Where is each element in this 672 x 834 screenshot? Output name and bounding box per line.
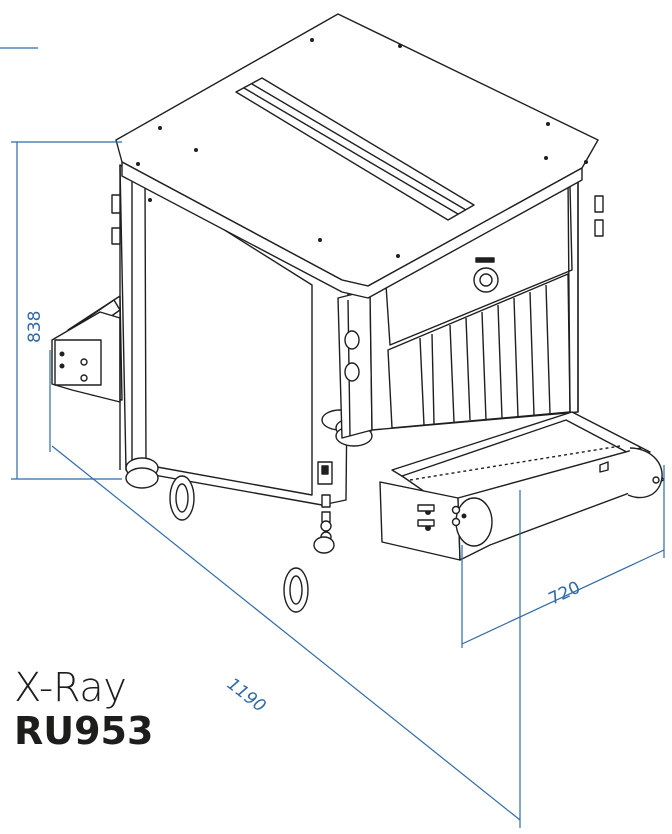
left-conveyor [51, 295, 123, 403]
top-vent-slot [235, 77, 475, 221]
product-model: RU953 [14, 709, 154, 753]
product-title: X-Ray RU953 [14, 667, 153, 753]
dimension-width-label: 720 [546, 578, 584, 610]
product-category: X-Ray [14, 665, 127, 711]
xray-machine-drawing [51, 13, 665, 613]
column-button [344, 330, 360, 350]
dimension-length-label: 1190 [223, 674, 269, 716]
right-conveyor [379, 411, 665, 561]
left-door [144, 179, 313, 496]
key-switch [313, 536, 335, 554]
top-cover-edge [121, 161, 583, 299]
dimension-lines [11, 141, 665, 828]
column-button [344, 362, 360, 382]
dimension-height-label: 838 [25, 311, 45, 343]
